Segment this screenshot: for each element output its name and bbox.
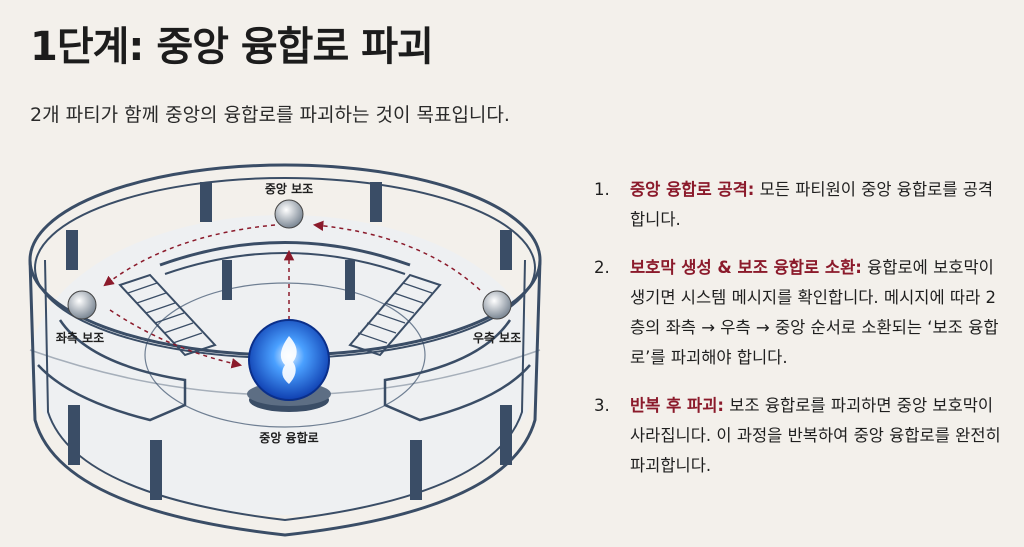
arena-diagram: 중앙 보조 좌측 보조 우측 보조 중앙 융합로 <box>28 163 542 537</box>
label-right-support: 우측 보조 <box>473 330 521 345</box>
step-item: 2. 보호막 생성 & 보조 융합로 소환: 융합로에 보호막이 생기면 시스템… <box>588 253 1008 373</box>
left-support-orb <box>67 290 97 320</box>
step-title: 보호막 생성 & 보조 융합로 소환: <box>630 258 862 277</box>
label-center-support: 중앙 보조 <box>265 182 313 196</box>
label-left-support: 좌측 보조 <box>56 330 104 345</box>
inner-balcony <box>37 241 531 422</box>
step-text: 융합로에 보호막이 생기면 시스템 메시지를 확인합니다. 메시지에 따라 2층… <box>630 258 999 367</box>
core-fusion-reactor <box>247 319 331 412</box>
label-core: 중앙 융합로 <box>259 430 318 445</box>
step-number: 3. <box>594 396 610 415</box>
step-item: 1. 중앙 융합로 공격: 모든 파티원이 중앙 융합로를 공격합니다. <box>588 175 1008 235</box>
step-text: 모든 파티원이 중앙 융합로를 공격합니다. <box>630 180 994 229</box>
step-title: 반복 후 파괴: <box>630 396 724 415</box>
step-item: 3. 반복 후 파괴: 보조 융합로를 파괴하면 중앙 보호막이 사라집니다. … <box>588 391 1008 481</box>
right-support-orb <box>482 290 512 320</box>
pillars <box>66 182 512 500</box>
center-support-orb <box>274 199 304 229</box>
step-title: 중앙 융합로 공격: <box>630 180 755 199</box>
step-list: 1. 중앙 융합로 공격: 모든 파티원이 중앙 융합로를 공격합니다. 2. … <box>588 175 1008 499</box>
step-number: 2. <box>594 258 610 277</box>
step-number: 1. <box>594 180 610 199</box>
step-text: 보조 융합로를 파괴하면 중앙 보호막이 사라집니다. 이 과정을 반복하여 중… <box>630 396 1001 475</box>
page-subtitle: 2개 파티가 함께 중앙의 융합로를 파괴하는 것이 목표입니다. <box>30 104 510 126</box>
page-title: 1단계: 중앙 융합로 파괴 <box>30 24 434 70</box>
